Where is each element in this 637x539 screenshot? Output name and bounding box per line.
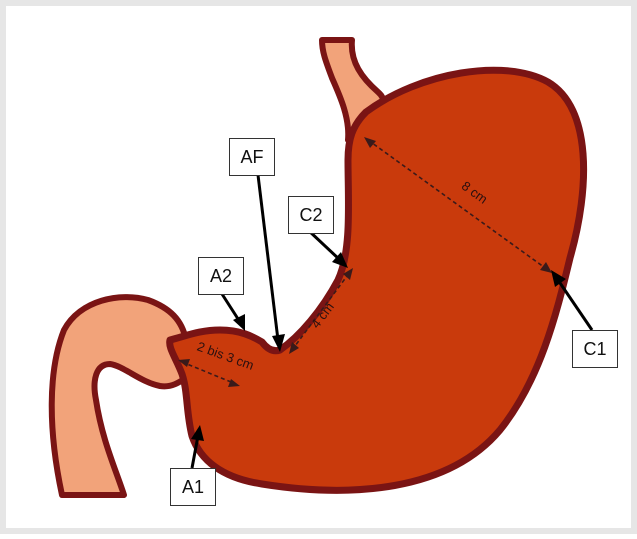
label-af: AF: [229, 138, 275, 176]
label-c1: C1: [572, 330, 618, 368]
label-c2: C2: [288, 196, 334, 234]
label-a2: A2: [198, 257, 244, 295]
label-a1: A1: [170, 468, 216, 506]
